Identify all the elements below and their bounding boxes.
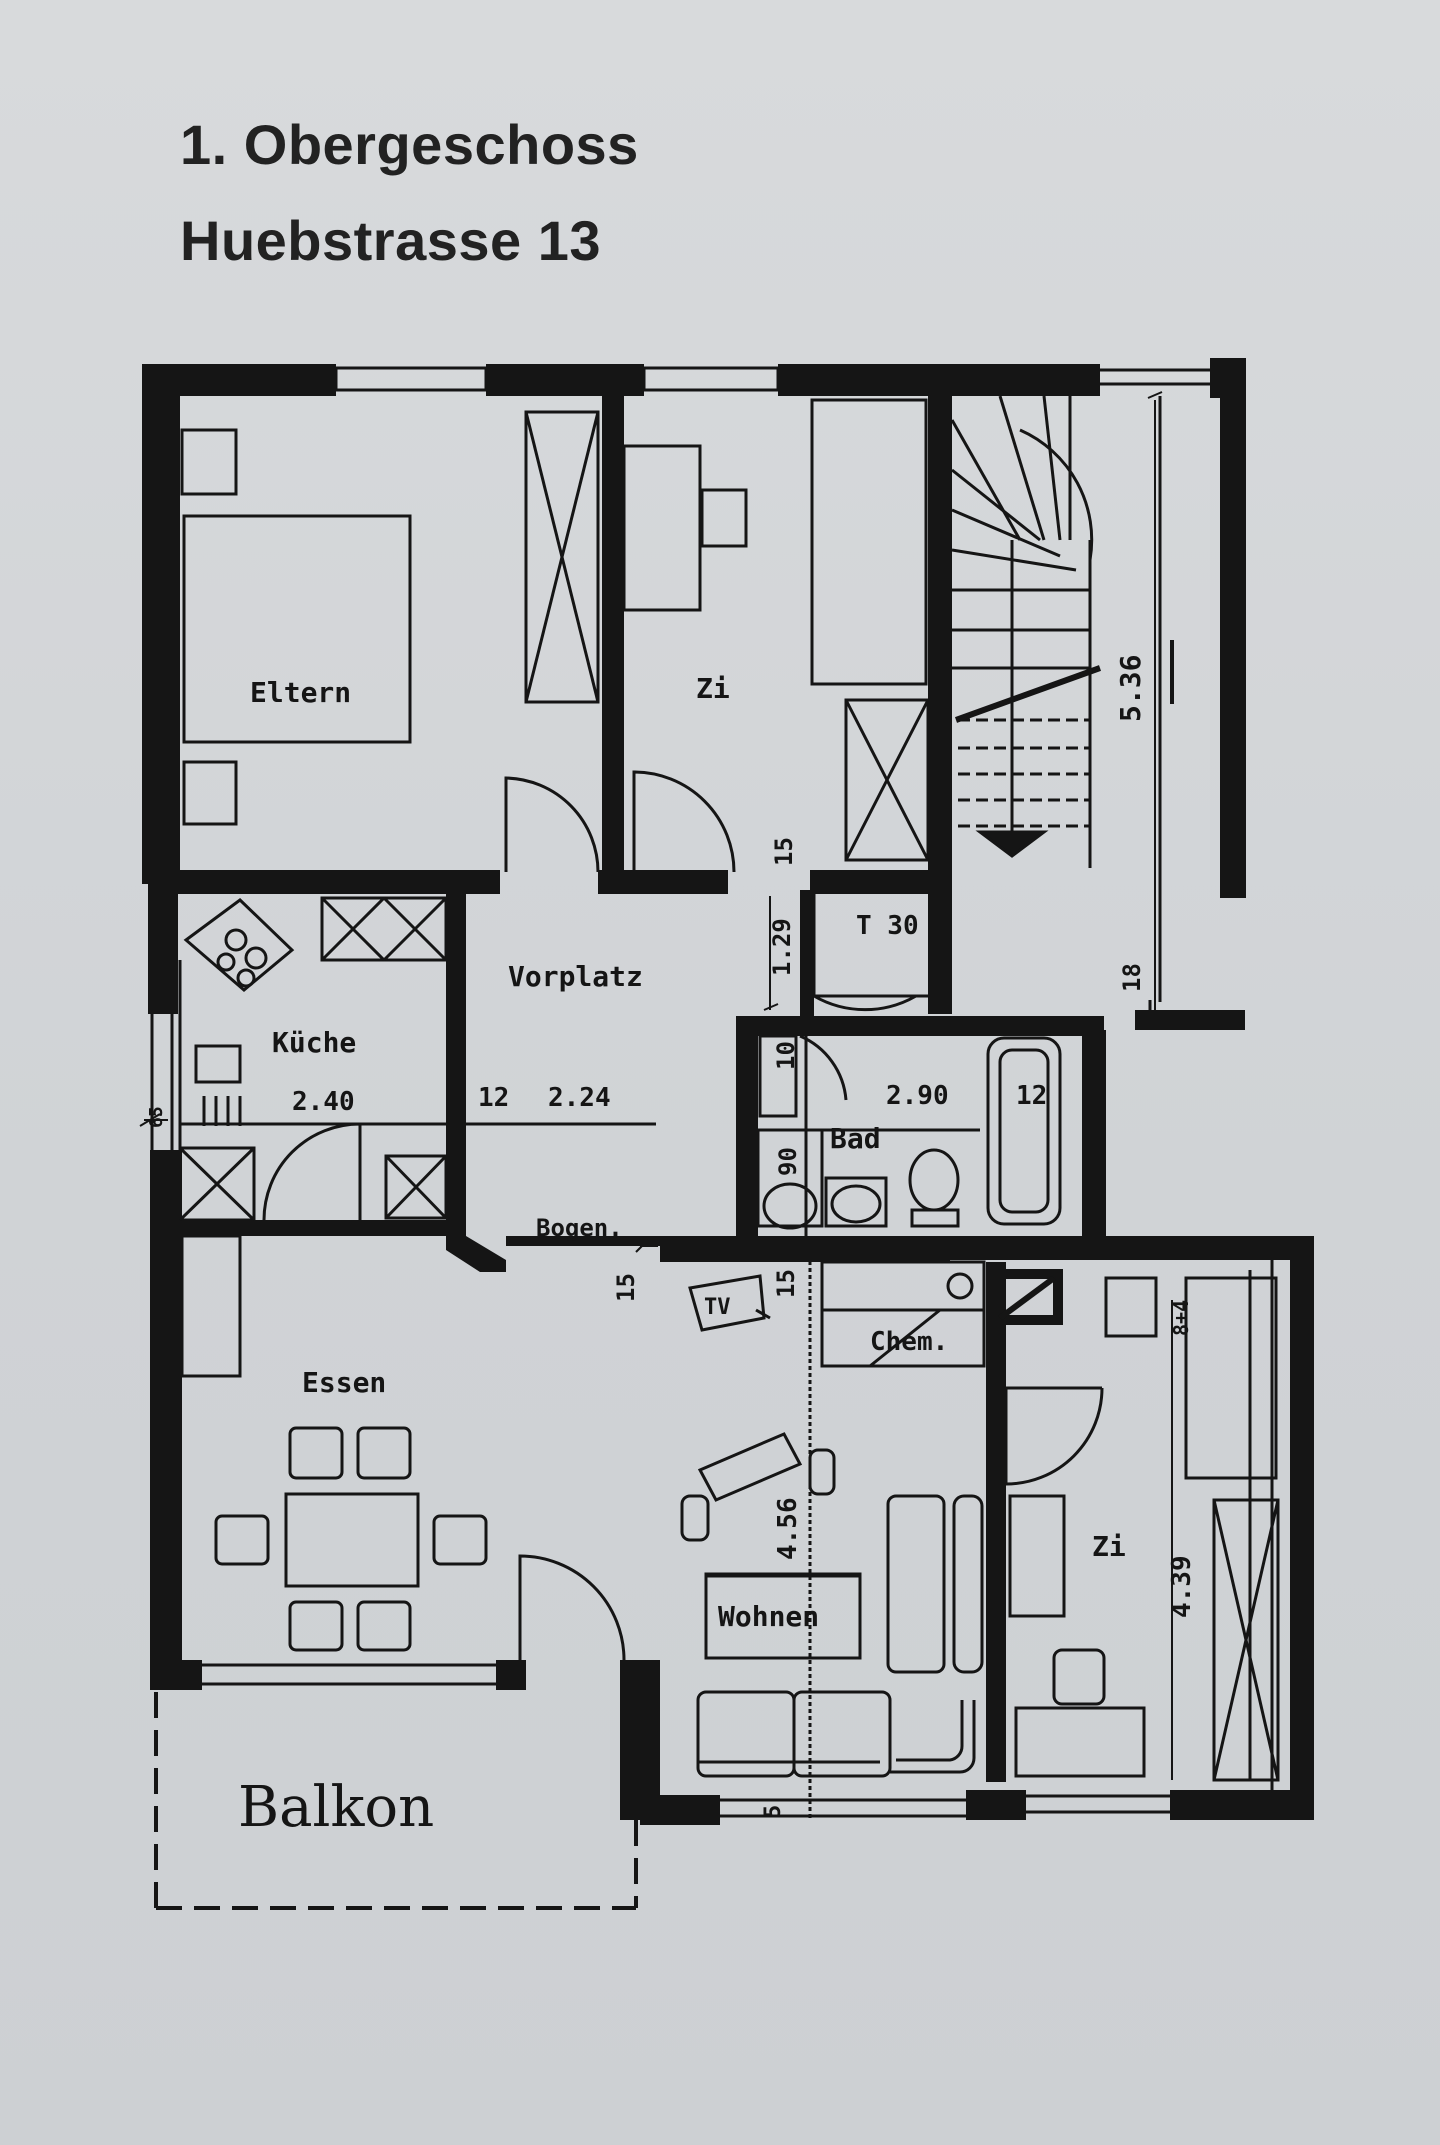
- vanity: [756, 1128, 824, 1228]
- dim-label: 18: [1118, 963, 1146, 992]
- room-label-zi: Zi: [1092, 1530, 1126, 1563]
- room-label-kueche: Küche: [272, 1026, 356, 1059]
- dim-label: 12: [478, 1083, 509, 1113]
- double-bed: [182, 514, 412, 744]
- sink: [824, 1176, 888, 1228]
- dimension-labels: 5.36 18 15 1.29 10 2.90 12 90 2.40 12 2.…: [146, 655, 1197, 1818]
- room-label-vorplatz: Vorplatz: [508, 960, 643, 993]
- wardrobe: [524, 410, 600, 704]
- dim-label: 15: [772, 1269, 800, 1298]
- room-label-zi: Zi: [696, 672, 730, 705]
- toilet: [908, 1148, 960, 1212]
- armchair: [697, 1432, 803, 1502]
- room-label-wohnen: Wohnen: [718, 1600, 819, 1633]
- dim-label: 12: [1016, 1081, 1047, 1111]
- dim-label: 5: [761, 1805, 786, 1818]
- dim-label: 8+4: [1169, 1300, 1193, 1336]
- chem-closet: [820, 1260, 986, 1368]
- chair: [1052, 1648, 1106, 1706]
- desk: [622, 444, 702, 612]
- door-swing: [1004, 1387, 1104, 1486]
- room-label-balkon: Balkon: [238, 1775, 434, 1840]
- door-swing: [262, 1122, 362, 1221]
- dim-label: 5.36: [1114, 655, 1147, 722]
- wardrobe: [1212, 1498, 1280, 1782]
- furniture: [178, 395, 1280, 1820]
- address-title: Huebstrasse 13: [180, 209, 602, 272]
- dim-label: 1.29: [768, 918, 796, 976]
- room-label-eltern: Eltern: [250, 676, 351, 709]
- stove: [183, 898, 295, 992]
- dim-label: 15: [770, 837, 798, 866]
- annotations: T 30 Bogen. TV: [536, 911, 919, 1320]
- fridge: [178, 1146, 256, 1222]
- dining-table: [284, 1492, 420, 1588]
- door-swing: [518, 1554, 626, 1661]
- balcony: [154, 1692, 638, 1910]
- room-label-bad: Bad: [830, 1122, 881, 1155]
- dim-label: 90: [774, 1147, 802, 1176]
- staircase: [950, 395, 1174, 1014]
- dim-label: 65: [146, 1106, 167, 1128]
- door-swing: [632, 770, 736, 873]
- floor-title: 1. Obergeschoss: [180, 113, 639, 176]
- bed: [1184, 1276, 1278, 1480]
- dim-label: 2.24: [548, 1083, 611, 1113]
- desk: [1008, 1494, 1066, 1618]
- door-swing: [799, 1034, 848, 1101]
- room-labels: Eltern Zi Vorplatz Küche Bad Essen Wohne…: [238, 672, 1126, 1840]
- cabinet: [384, 1154, 448, 1220]
- room-label-essen: Essen: [302, 1366, 386, 1399]
- room-label-chem: Chem.: [870, 1327, 948, 1357]
- arch-label: Bogen.: [536, 1214, 623, 1242]
- chair: [700, 488, 748, 548]
- shelf: [1104, 1276, 1158, 1338]
- dim-label: 2.40: [292, 1087, 355, 1117]
- tv-label: TV: [704, 1295, 731, 1320]
- wall-cabinet: [320, 896, 448, 962]
- sofa-right: [886, 1494, 946, 1674]
- night-table: [180, 428, 238, 496]
- fire-door-label: T 30: [856, 911, 919, 941]
- sideboard: [180, 1234, 242, 1378]
- dim-label: 4.56: [773, 1497, 803, 1560]
- tv-set: [688, 1274, 766, 1332]
- window-frames: [150, 366, 1274, 1818]
- wardrobe: [844, 698, 930, 862]
- sink: [194, 1044, 242, 1084]
- bed: [810, 398, 928, 686]
- dim-label: 15: [612, 1273, 640, 1302]
- walls: [142, 358, 1314, 1825]
- dim-label: 10: [772, 1041, 800, 1070]
- dim-label: 2.90: [886, 1081, 949, 1111]
- dimension-lines: [139, 391, 1173, 1780]
- table: [1014, 1706, 1146, 1778]
- door-swing: [812, 894, 917, 1012]
- door-swing: [504, 776, 600, 873]
- bathtub: [986, 1036, 1062, 1226]
- night-table: [182, 760, 238, 826]
- dim-label: 4.39: [1167, 1555, 1197, 1618]
